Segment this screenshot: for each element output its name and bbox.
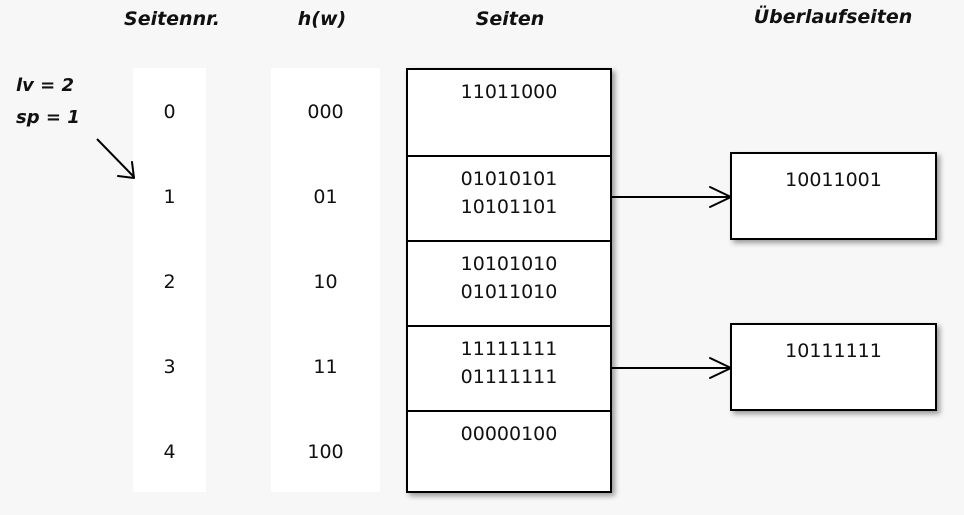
hash-value-cell: 000 — [307, 101, 344, 123]
column-header-ueberlaufseiten: Überlaufseiten — [753, 6, 913, 28]
overflow-arrow-page-3 — [612, 357, 732, 379]
overflow-page-0: 10011001 — [730, 152, 937, 240]
hash-value-column: 000 01 10 11 100 — [271, 68, 380, 492]
record-value: 00000100 — [460, 423, 558, 445]
pages-table: 11011000 01010101 10101101 10101010 0101… — [406, 68, 612, 493]
page-cell-3: 11111111 01111111 — [408, 325, 610, 410]
hash-value-cell: 10 — [313, 271, 338, 293]
hash-value-cell: 11 — [313, 356, 338, 378]
record-value: 01111111 — [460, 366, 558, 388]
page-cell-1: 01010101 10101101 — [408, 155, 610, 240]
page-number-cell: 4 — [163, 441, 176, 463]
record-value: 01011010 — [460, 281, 558, 303]
sp-pointer-arrow — [96, 138, 135, 179]
record-value: 10111111 — [785, 340, 882, 362]
page-number-cell: 1 — [163, 186, 176, 208]
annotation-lv: lv = 2 — [16, 75, 75, 96]
column-header-seiten: Seiten — [475, 8, 545, 30]
page-number-cell: 3 — [163, 356, 176, 378]
record-value: 10011001 — [785, 169, 882, 191]
hash-value-cell: 01 — [313, 186, 338, 208]
overflow-arrow-page-1 — [612, 186, 732, 208]
column-header-seitennr: Seitennr. — [124, 8, 220, 30]
record-value: 10101010 — [460, 253, 558, 275]
page-number-cell: 0 — [163, 101, 176, 123]
page-cell-4: 00000100 — [408, 410, 610, 495]
record-value: 10101101 — [460, 196, 558, 218]
record-value: 11011000 — [460, 81, 558, 103]
record-value: 11111111 — [460, 338, 558, 360]
annotation-sp: sp = 1 — [16, 107, 80, 128]
hash-value-cell: 100 — [307, 441, 344, 463]
page-number-column: 0 1 2 3 4 — [133, 68, 206, 492]
column-header-hw: h(w) — [297, 8, 347, 30]
page-number-cell: 2 — [163, 271, 176, 293]
page-cell-0: 11011000 — [408, 70, 610, 155]
page-cell-2: 10101010 01011010 — [408, 240, 610, 325]
overflow-page-1: 10111111 — [730, 323, 937, 411]
record-value: 01010101 — [460, 168, 558, 190]
